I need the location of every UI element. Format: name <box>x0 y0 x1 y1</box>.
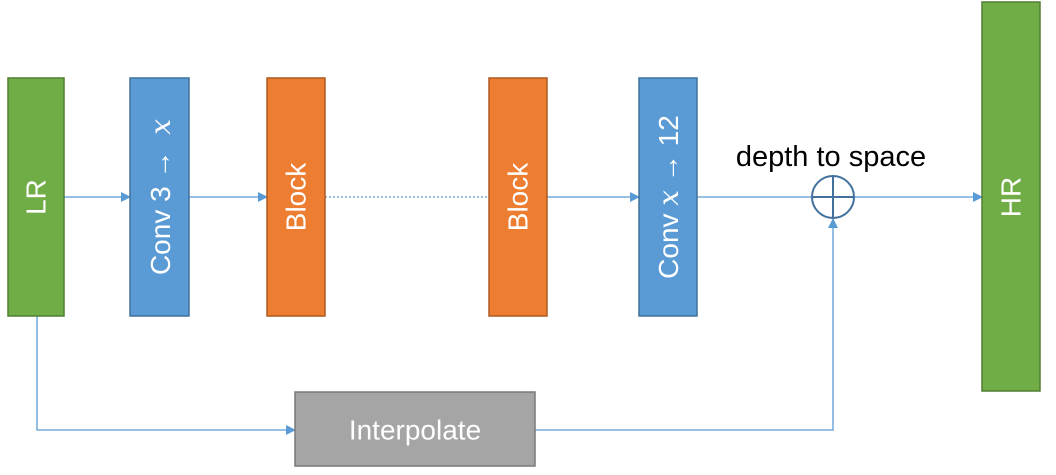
lr-label: LR <box>21 179 52 215</box>
block-2-label: Block <box>503 162 534 231</box>
conv-in-math: x <box>144 119 177 135</box>
conv-out-suffix: 12 <box>653 115 684 146</box>
conv-in-arrow: → <box>145 151 176 179</box>
hr-label: HR <box>996 177 1027 217</box>
conv-in-label-text: Conv 3 <box>145 179 176 276</box>
conv-out-math: x <box>652 190 685 206</box>
conv-out-node: Conv x → 12 <box>638 77 698 317</box>
conv-out-arrow: → <box>653 146 684 182</box>
interpolate-label: Interpolate <box>349 415 481 446</box>
block-1-label: Block <box>281 162 312 231</box>
hr-node: HR <box>981 1 1041 392</box>
conv-out-label-text: Conv <box>653 206 684 279</box>
interpolate-node: Interpolate <box>294 391 536 467</box>
block-node-1: Block <box>266 77 326 317</box>
lr-node: LR <box>7 77 65 317</box>
depth-to-space-label: depth to space <box>736 141 926 173</box>
conv-in-label: Conv 3 → x <box>144 119 177 275</box>
conv-in-node: Conv 3 → x <box>129 77 190 317</box>
combine-node <box>811 175 855 219</box>
edge-interpolate-to-combine <box>535 218 838 431</box>
block-node-2: Block <box>488 77 548 317</box>
edge-lr-to-interpolate <box>36 316 296 435</box>
conv-out-label: Conv x → 12 <box>652 115 685 279</box>
